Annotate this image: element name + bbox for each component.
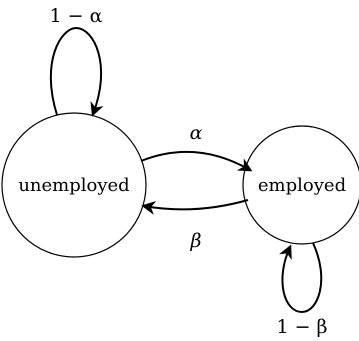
- edge-employed-self-loop: [278, 242, 323, 314]
- edge-label-alpha: α: [190, 122, 203, 144]
- state-employed-circle: [242, 125, 359, 245]
- edge-label-unemployed-self: 1 − α: [50, 5, 103, 27]
- state-employed-label: employed: [258, 175, 346, 196]
- edge-label-beta: β: [190, 230, 202, 252]
- edge-employed-to-unemployed: [141, 199, 249, 215]
- edge-unemployed-self-loop: [49, 26, 104, 117]
- edge-label-employed-self: 1 − β: [276, 316, 327, 338]
- state-unemployed-label: unemployed: [18, 175, 129, 196]
- edge-unemployed-to-employed: [140, 150, 253, 172]
- state-unemployed-circle: [1, 112, 147, 258]
